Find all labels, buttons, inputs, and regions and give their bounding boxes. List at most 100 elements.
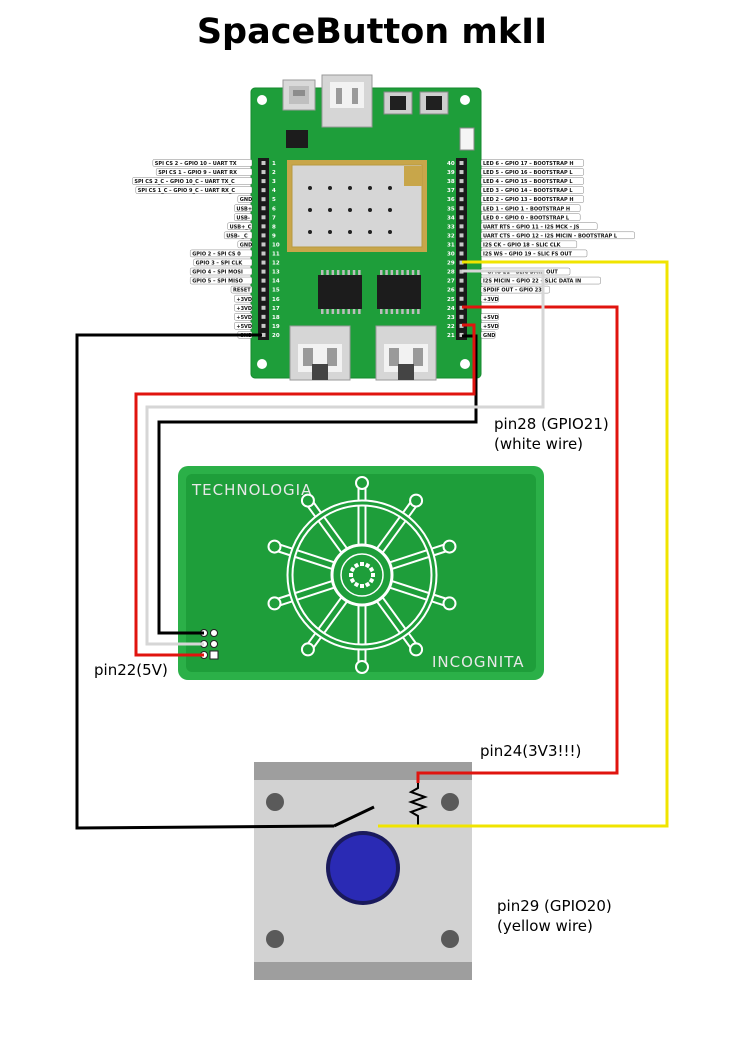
note-pin24: pin24(3V3!!!): [480, 742, 582, 760]
chip-leg: [336, 309, 340, 314]
module-pads: [308, 186, 392, 234]
pin-number: 16: [272, 297, 280, 303]
header-pin: [261, 242, 266, 247]
header-pin: [261, 260, 266, 265]
switch-symbol: [333, 805, 375, 828]
pin-label: GND: [240, 197, 252, 203]
mount-hole: [460, 95, 470, 105]
pin-label-box: [193, 258, 253, 267]
wifi-module: [287, 160, 427, 252]
pin-number: 9: [272, 233, 276, 239]
pin-label: +5VD: [483, 324, 499, 330]
chip-leg: [342, 270, 345, 275]
pin-label-box: [480, 168, 584, 176]
header-pin: [459, 197, 464, 202]
pin-label: LED 1 – GPIO 1 – BOOTSTRAP H: [483, 206, 570, 212]
header-pin: [261, 314, 266, 319]
chip-legs: [321, 270, 420, 314]
header-pin: [261, 188, 266, 193]
note-pin28-line2: (white wire): [494, 435, 584, 453]
ic-chip: [286, 130, 308, 148]
badge-board: TECHNOLOGIA INCOGNITA: [178, 466, 544, 680]
note-pin22: pin22(5V): [94, 661, 168, 679]
chip-leg: [406, 270, 409, 275]
chip-leg: [411, 270, 415, 275]
black-wire-gnd: [75, 333, 335, 830]
left-header-strip: [258, 158, 269, 340]
pin-number: 25: [447, 297, 455, 303]
module-pad: [368, 230, 372, 234]
header-pin: [459, 242, 464, 247]
header-pin: [459, 278, 464, 283]
pin-number: 13: [272, 270, 280, 276]
header-pin: [261, 197, 266, 202]
pin-label-box: [156, 168, 253, 176]
module-pad: [388, 186, 392, 190]
pin-number: 23: [447, 315, 455, 321]
module-pad: [328, 186, 332, 190]
header-pin: [459, 170, 464, 175]
pin-number: 29: [447, 261, 455, 267]
pin-number: 19: [272, 324, 280, 330]
pin-label-box: [132, 177, 253, 185]
pin-number: 28: [447, 270, 455, 276]
wheel-handle: [355, 660, 369, 674]
wheel-handle: [409, 493, 424, 508]
pin-number: 32: [447, 233, 455, 239]
usb-port-top: [321, 74, 373, 128]
soic-chip-left: [318, 275, 362, 309]
header-pin: [459, 215, 464, 220]
header-pin: [459, 233, 464, 238]
usb-port-bottom-right: [375, 325, 437, 381]
note-pin29-line2: (yellow wire): [497, 917, 593, 935]
pin-label: GND: [483, 333, 495, 339]
pin-label: I2S CK – GPIO 18 – SLIC CLK: [483, 242, 562, 248]
pin-label: GPIO 4 – SPI MOSI: [192, 270, 243, 276]
pin-label-box: [480, 331, 496, 339]
pin-number: 26: [447, 288, 455, 294]
pin-label-box: [227, 222, 253, 230]
header-pin: [261, 161, 266, 165]
header-pin: [459, 260, 464, 265]
badge-top-text: TECHNOLOGIA: [191, 481, 312, 499]
pin-label-box: [480, 322, 499, 330]
wheel-handle: [355, 476, 369, 490]
soic-chip-right: [377, 275, 421, 309]
arcade-button-case: [254, 762, 472, 980]
badge-header: [200, 629, 219, 660]
header-pin: [261, 296, 266, 301]
pin-label: SPI CS 2 – GPIO 10 – UART TX: [155, 161, 237, 167]
hub-detail: [364, 562, 371, 569]
pin-label: SPI CS 2_C – GPIO 10_C – UART TX_C: [134, 179, 235, 185]
hub-detail: [353, 562, 360, 569]
chip-leg: [326, 270, 329, 275]
module-pad: [328, 230, 332, 234]
pin-label-box: [480, 195, 584, 203]
header-pin: [261, 251, 266, 256]
note-pin28-line1: pin28 (GPIO21): [494, 415, 609, 433]
pin-label-box: [480, 186, 584, 194]
pin-number: 31: [447, 242, 455, 248]
pin-label-box: [480, 177, 584, 185]
pin-label: SPI CS 1 – GPIO 9 – UART RX: [158, 170, 237, 176]
module-pad: [308, 186, 312, 190]
chip-leg: [352, 270, 356, 275]
pin-label-box: [234, 304, 253, 312]
pin-label: SPDIF OUT – GPIO 23: [483, 288, 542, 294]
pin-label-box: [480, 204, 581, 212]
chip-leg: [390, 309, 394, 314]
header-pin: [261, 179, 266, 184]
pin-label-box: [190, 276, 253, 285]
pin-label: +5VD: [483, 315, 499, 321]
pin-label-box: [237, 240, 253, 249]
pin-number: 18: [272, 315, 280, 321]
pin-label-box: [190, 249, 253, 258]
chip-leg: [321, 309, 324, 314]
pin-number: 33: [447, 224, 455, 230]
hub-detail: [368, 566, 375, 573]
red-wire-3v3: [416, 305, 619, 783]
pin-label-box: [480, 159, 584, 167]
